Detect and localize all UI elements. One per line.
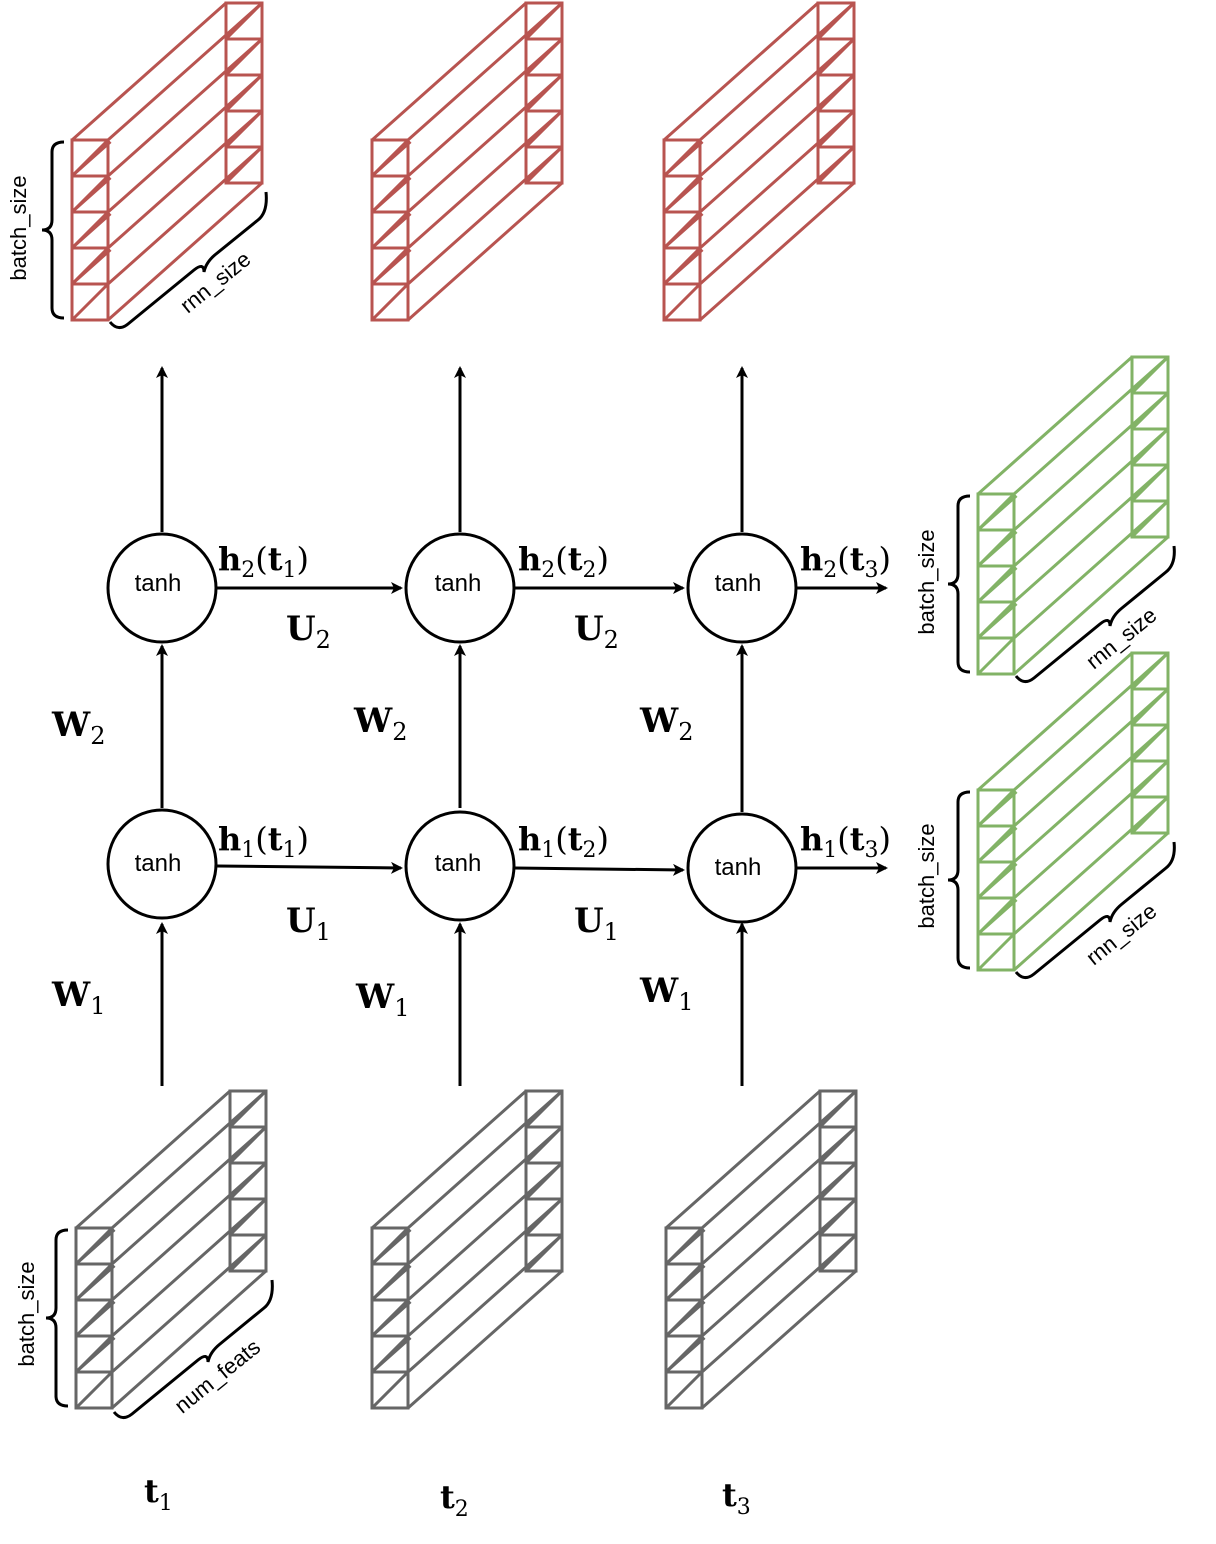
rnn-size-brace-state1: [1014, 841, 1176, 979]
recurrent-weight-label-1: U2: [286, 609, 331, 654]
input-tensor-t3: [664, 1089, 858, 1410]
input-weight-label-6: W1: [639, 971, 693, 1016]
batch-size-label-state2: batch_size: [914, 529, 939, 634]
rnn-size-label-state1: rnn_size: [1081, 898, 1161, 970]
input-weight-label-1: W2: [51, 705, 105, 750]
output-tensor-t1: [70, 1, 264, 322]
hidden-state-label-l2-t3: h2(t3): [800, 540, 891, 583]
input-weight-label-4: W1: [51, 975, 105, 1020]
hidden-state-tensor-layer1: [976, 651, 1170, 972]
rnn-size-brace-state2: [1014, 545, 1176, 683]
recurrent-weight-label-2: U2: [574, 609, 619, 654]
tanh-label-l2-t1: tanh: [135, 570, 182, 597]
batch-size-brace-state2: [947, 494, 971, 674]
hidden-state-label-l2-t1: h2(t1): [218, 540, 309, 583]
tanh-label-l1-t3: tanh: [715, 854, 762, 881]
rnn-size-brace-output: [108, 191, 268, 329]
time-label-t2: t2: [440, 1478, 469, 1522]
tanh-label-l1-t1: tanh: [135, 850, 182, 877]
input-tensor-t1: [74, 1089, 268, 1410]
batch-size-brace-state1: [947, 790, 971, 970]
input-weight-label-3: W2: [639, 701, 693, 746]
tanh-node-l1-t1: [106, 808, 218, 920]
recurrent-weight-label-4: U1: [574, 901, 619, 946]
recurrent-weight-label-3: U1: [286, 901, 331, 946]
input-weight-label-5: W1: [355, 977, 409, 1022]
hidden-state-label-l1-t3: h1(t3): [800, 820, 891, 863]
hidden-state-label-l1-t1: h1(t1): [218, 820, 309, 863]
tanh-node-l2-t2: [404, 532, 516, 644]
recurrent-arrow-l1-t2-t3: [514, 863, 685, 876]
batch-size-label-output: batch_size: [6, 175, 31, 280]
tanh-node-l1-t3: [686, 812, 798, 924]
batch-size-brace-output: [41, 140, 65, 320]
recurrent-arrow-l1-t1-t2: [216, 861, 403, 874]
num-feats-brace-input: [112, 1279, 274, 1419]
tanh-node-l2-t1: [106, 532, 218, 644]
tanh-label-l1-t2: tanh: [435, 850, 482, 877]
output-tensor-t2: [370, 1, 564, 322]
hidden-state-label-l2-t2: h2(t2): [518, 540, 609, 583]
rnn-size-label-output: rnn_size: [175, 246, 255, 318]
batch-size-label-input: batch_size: [14, 1261, 39, 1366]
hidden-state-tensor-layer2: [976, 355, 1170, 676]
tanh-label-l2-t2: tanh: [435, 570, 482, 597]
tanh-node-l2-t3: [686, 532, 798, 644]
batch-size-brace-input: [45, 1228, 69, 1408]
output-tensor-t3: [662, 1, 856, 322]
time-label-t1: t1: [144, 1472, 173, 1516]
tanh-node-l1-t2: [404, 810, 516, 922]
input-tensor-t2: [370, 1089, 564, 1410]
batch-size-label-state1: batch_size: [914, 823, 939, 928]
input-weight-label-2: W2: [353, 701, 407, 746]
hidden-state-label-l1-t2: h1(t2): [518, 820, 609, 863]
time-label-t3: t3: [722, 1476, 751, 1520]
tanh-label-l2-t3: tanh: [715, 570, 762, 597]
